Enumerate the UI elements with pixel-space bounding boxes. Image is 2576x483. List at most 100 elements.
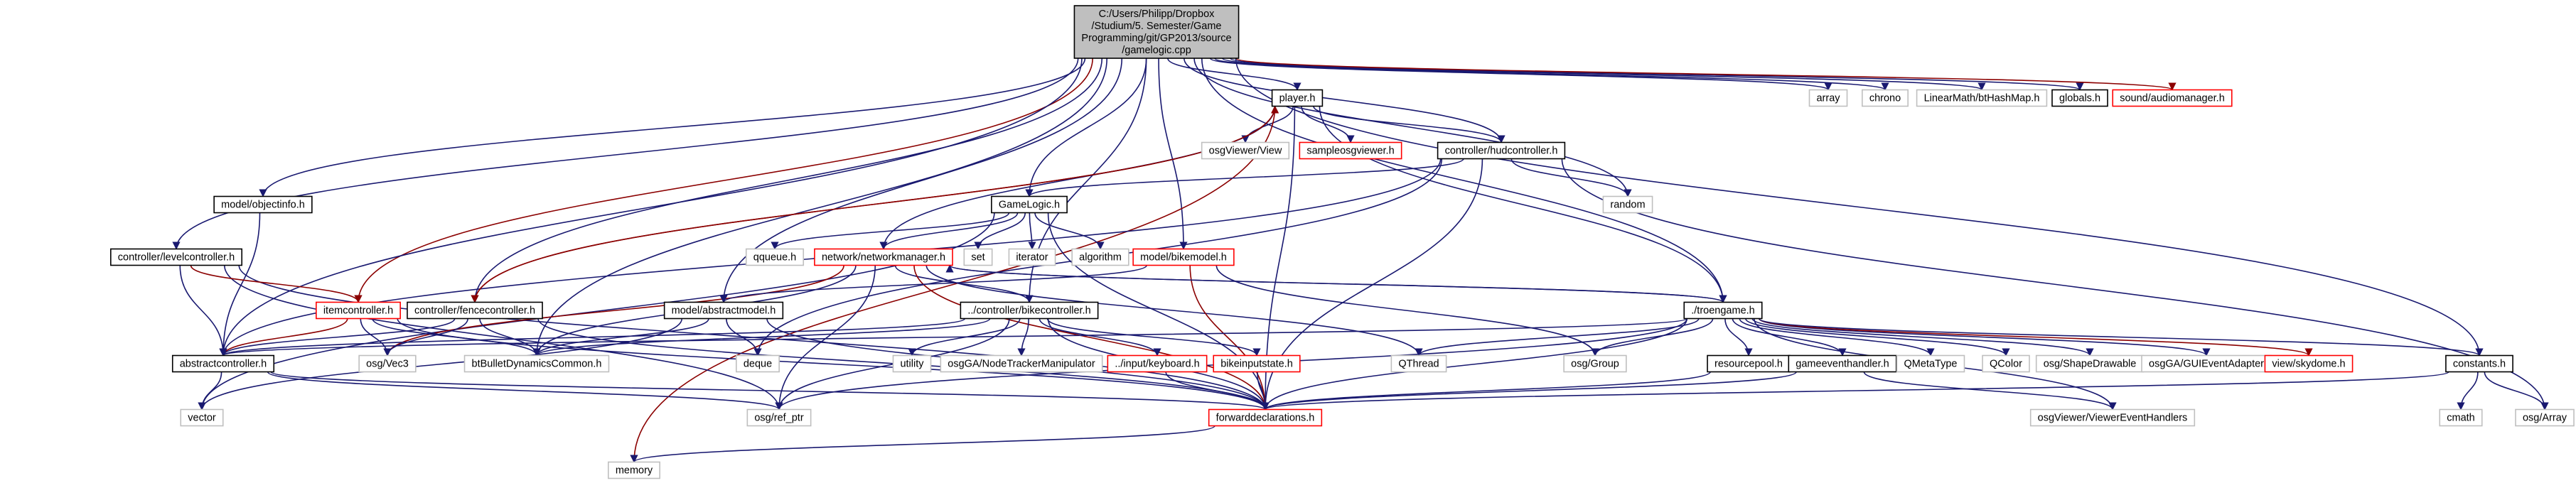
edge-constants-to-cmath [2457, 371, 2479, 411]
edge-bikecontroller-to-abstractcontroller [219, 318, 966, 357]
node-resourcepool[interactable]: resourcepool.h [1707, 354, 1791, 373]
edge-bikecontroller-to-nodetracker [1017, 318, 1029, 357]
node-memory: memory [608, 461, 660, 479]
node-box [1390, 354, 1447, 373]
node-label: deque [744, 359, 772, 370]
node-gamelogich[interactable]: GameLogic.h [991, 195, 1068, 214]
node-gamelogic[interactable]: C:/Users/Philipp/Dropbox/Studium/5. Seme… [1073, 5, 1240, 59]
edge-bikecontroller-to-btbulletdynamics [532, 318, 991, 357]
node-audiomanager[interactable]: sound/audiomanager.h [2112, 89, 2233, 107]
node-fencecontroller[interactable]: controller/fencecontroller.h [407, 301, 543, 320]
edge-troengame-to-guieventadapter [1758, 318, 2211, 357]
node-box [814, 248, 953, 266]
node-shapedrawable: osg/ShapeDrawable [2035, 354, 2145, 373]
node-label: utility [900, 359, 924, 370]
node-osggroup: osg/Group [1563, 354, 1627, 373]
node-label: sampleosgviewer.h [1306, 146, 1394, 157]
node-label: iterator [1016, 252, 1048, 264]
node-label: C:/Users/Philipp/Dropbox [1099, 9, 1215, 20]
node-sampleosgviewer[interactable]: sampleosgviewer.h [1299, 141, 1402, 160]
edge-hudcontroller-to-gamelogich [1025, 158, 1464, 197]
node-label: algorithm [1079, 252, 1122, 264]
edge-keyboard-to-forwarddeclarations [1165, 371, 1270, 411]
node-label: /Studium/5. Semester/Game [1092, 21, 1222, 32]
edge-fencecontroller-to-abstractcontroller [219, 318, 456, 357]
edge-gamelogich-to-qqueue [771, 212, 1010, 250]
node-osgvec3: osg/Vec3 [358, 354, 417, 373]
node-forwarddeclarations[interactable]: forwarddeclarations.h [1208, 408, 1323, 427]
edge-abstractmodel-to-deque [726, 318, 762, 357]
edge-player-to-networkmanager [879, 106, 1276, 250]
node-globals[interactable]: globals.h [2051, 89, 2108, 107]
node-skydome[interactable]: view/skydome.h [2264, 354, 2354, 373]
node-label: model/abstractmodel.h [672, 305, 776, 317]
node-abstractmodel[interactable]: model/abstractmodel.h [663, 301, 784, 320]
edge-troengame-to-qthread [1415, 318, 1700, 357]
node-abstractcontroller[interactable]: abstractcontroller.h [171, 354, 275, 373]
edge-troengame-to-qmetatype [1739, 318, 1935, 357]
node-box [2029, 408, 2196, 427]
node-label: btBulletDynamicsCommon.h [472, 359, 602, 370]
node-box [745, 248, 805, 266]
edge-gameeventhandler-to-forwarddeclarations [1261, 371, 1797, 411]
node-box [2051, 89, 2108, 107]
node-bikemodel[interactable]: model/bikemodel.h [1132, 248, 1235, 266]
edge-bikemodel-to-osggroup [1215, 265, 1599, 357]
node-box [1073, 5, 1240, 59]
node-algorithm: algorithm [1071, 248, 1129, 266]
node-box [1107, 354, 1208, 373]
edge-gamelogic-to-array [1209, 58, 1832, 91]
node-box [1602, 195, 1653, 214]
edge-troengame-to-abstractcontroller [220, 318, 1688, 357]
edge-gamelogic-to-chrono [1214, 58, 1889, 91]
edge-gamelogich-to-networkmanager [879, 212, 1019, 250]
node-box [991, 195, 1068, 214]
node-box [1563, 354, 1627, 373]
edge-gamelogich-to-set [974, 212, 1026, 250]
node-label: osg/ref_ptr [754, 413, 803, 424]
edge-gamelogic-to-player [1167, 58, 1302, 91]
edge-gamelogich-to-algorithm [1034, 212, 1105, 250]
edge-gamelogic-to-hudcontroller [1184, 58, 1506, 143]
node-bikecontroller[interactable]: ../controller/bikecontroller.h [960, 301, 1099, 320]
node-bikeinputstate[interactable]: bikeinputstate.h [1213, 354, 1301, 373]
node-box [1008, 248, 1056, 266]
node-osgrefptr: osg/ref_ptr [746, 408, 812, 427]
node-hudcontroller[interactable]: controller/hudcontroller.h [1437, 141, 1566, 160]
node-box [1071, 248, 1129, 266]
edge-gamelogich-to-iterator [1028, 212, 1036, 250]
node-random: random [1602, 195, 1653, 214]
node-player[interactable]: player.h [1271, 89, 1324, 107]
node-label: bikeinputstate.h [1220, 359, 1293, 370]
node-constants[interactable]: constants.h [2445, 354, 2513, 373]
node-box [608, 461, 660, 479]
node-label: ../input/keyboard.h [1115, 359, 1199, 370]
node-label: QMetaType [1904, 359, 1958, 370]
edge-gamelogic-to-abstractcontroller [219, 58, 1083, 357]
node-chrono: chrono [1862, 89, 1909, 107]
node-troengame[interactable]: ./troengame.h [1683, 301, 1763, 320]
node-levelcontroller[interactable]: controller/levelcontroller.h [109, 248, 243, 266]
node-vector: vector [180, 408, 224, 427]
node-networkmanager[interactable]: network/networkmanager.h [814, 248, 953, 266]
edge-troengame-to-skydome [1758, 318, 2313, 357]
node-label: osgGA/NodeTrackerManipulator [948, 359, 1095, 370]
edge-bikemodel-to-forwarddeclarations [1189, 265, 1270, 411]
edge-resourcepool-to-forwarddeclarations [1261, 371, 1711, 411]
edge-player-to-memory [630, 106, 1276, 463]
edge-troengame-to-networkmanager [945, 264, 1724, 303]
node-box [1201, 141, 1290, 160]
edge-constants-to-forwarddeclarations [1262, 371, 2449, 411]
edge-networkmanager-to-forwarddeclarations [913, 265, 1270, 411]
node-nodetracker: osgGA/NodeTrackerManipulator [940, 354, 1103, 373]
node-keyboard[interactable]: ../input/keyboard.h [1107, 354, 1208, 373]
edge-constants-to-osgarray [2484, 371, 2549, 411]
node-itemcontroller[interactable]: itemcontroller.h [316, 301, 401, 320]
node-label: model/objectinfo.h [221, 200, 305, 211]
node-label: osg/Vec3 [366, 359, 409, 370]
node-gameeventhandler[interactable]: gameeventhandler.h [1788, 354, 1897, 373]
node-objectinfo[interactable]: model/objectinfo.h [213, 195, 313, 214]
node-label: set [971, 252, 984, 264]
edge-levelcontroller-to-abstractcontroller [179, 265, 227, 357]
